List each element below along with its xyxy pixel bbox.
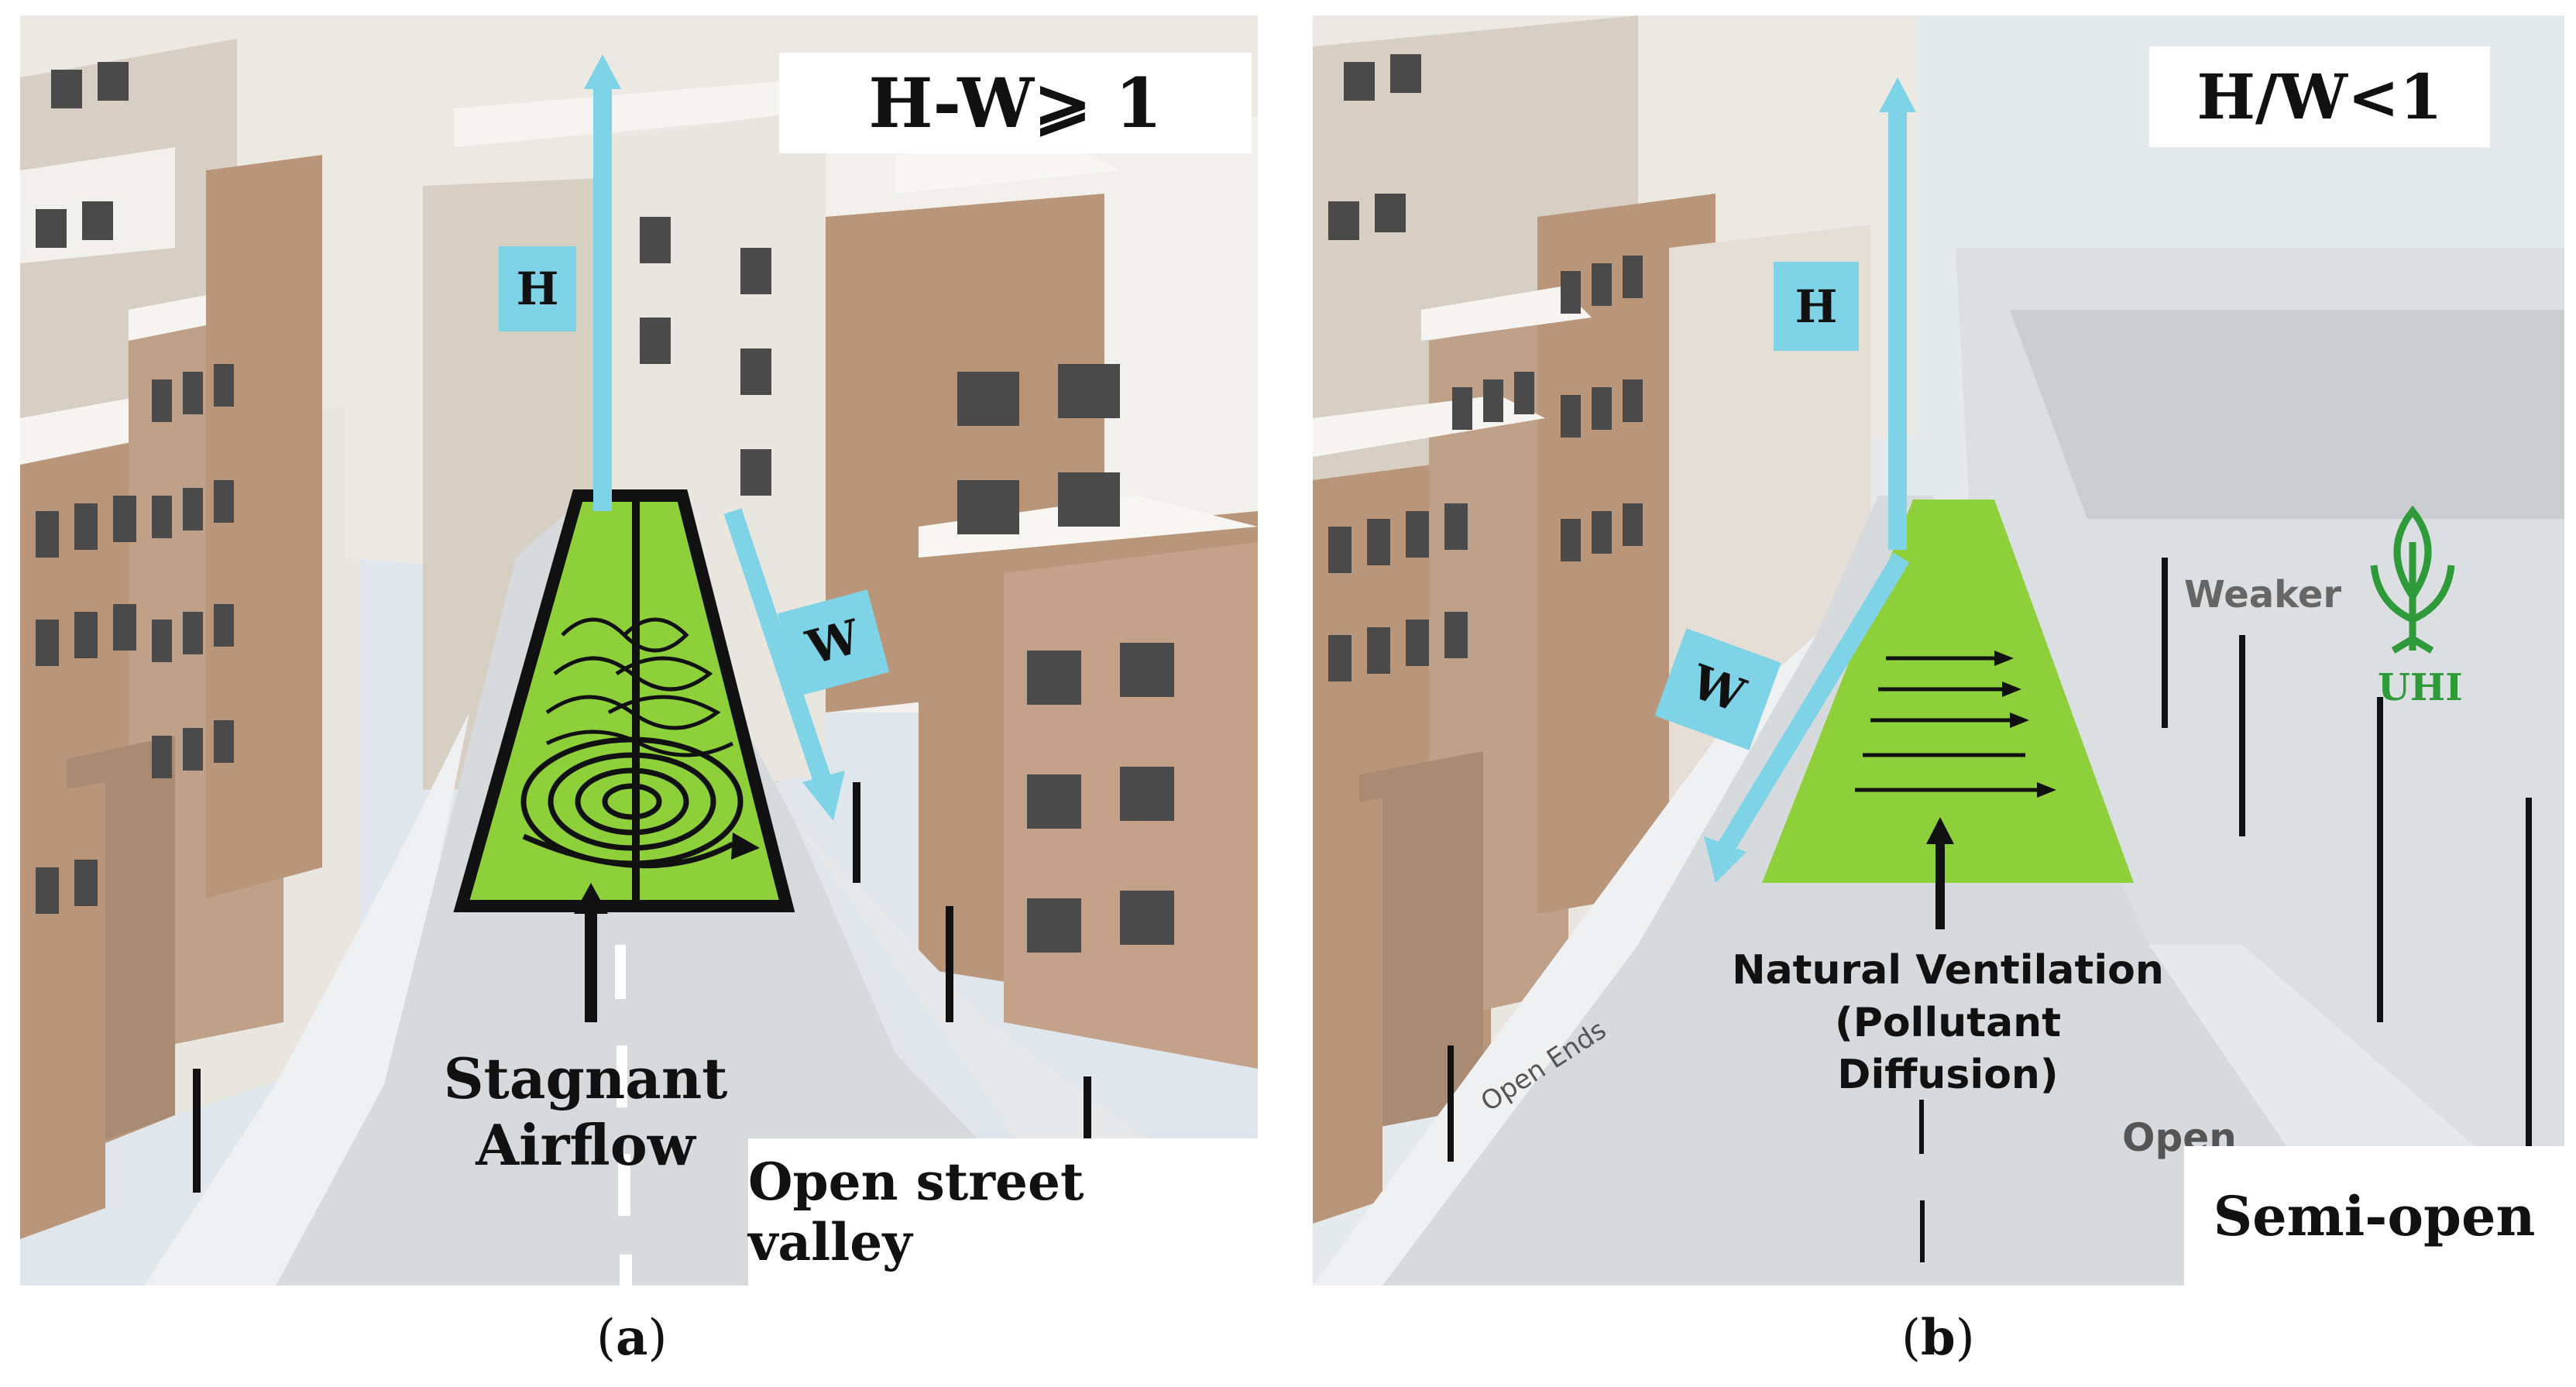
natural-ventilation-label: Natural Ventilation (Pollutant Diffusion…	[1731, 945, 2165, 1102]
left-windows	[36, 62, 234, 914]
panel-a-bottom-label: Open street valley	[748, 1138, 1258, 1286]
caption-a: (a)	[596, 1309, 668, 1367]
uhi-label: UHI	[2378, 666, 2463, 709]
caption-b: (b)	[1901, 1309, 1975, 1367]
panel-a-illustration	[20, 15, 1258, 1286]
road-b	[1382, 496, 2382, 1286]
street-lamps-b	[1448, 558, 2532, 1162]
panel-a: H-W⩾ 1 H W Stagnant Airflow Open street …	[20, 15, 1258, 1286]
stagnant-airflow-label: Stagnant Airflow	[438, 1045, 733, 1179]
right-windows	[640, 217, 1174, 953]
panel-b-title: H/W<1	[2149, 46, 2490, 147]
nv-line-2: (Pollutant Diffusion)	[1834, 999, 2062, 1099]
panel-b-illustration	[1313, 15, 2564, 1286]
uhi-tree-icon	[2370, 505, 2455, 654]
panel-b: H/W<1 H W Weaker UHI Natural Ventilation…	[1313, 15, 2564, 1286]
h-label: H	[499, 246, 576, 331]
road-dashes-b	[1919, 1100, 1925, 1262]
w-arrow	[723, 508, 835, 793]
left-windows-b	[1328, 54, 1643, 681]
road-dashes	[615, 945, 632, 1286]
nv-line-1: Natural Ventilation	[1732, 947, 2164, 994]
weaker-label: Weaker	[2184, 573, 2342, 616]
caption-a-letter: a	[615, 1309, 648, 1367]
flow-arrows	[1855, 656, 2037, 792]
panel-b-bottom-label: Semi-open	[2184, 1146, 2564, 1286]
stagnant-zone	[453, 489, 795, 912]
w-arrow-b	[1715, 552, 1910, 857]
h-label-b: H	[1774, 262, 1859, 351]
caption-b-letter: b	[1920, 1309, 1956, 1367]
stagnant-line-2: Airflow	[476, 1112, 696, 1179]
spiral-vortex	[520, 736, 744, 869]
stagnant-line-1: Stagnant	[443, 1045, 728, 1111]
panel-a-title: H-W⩾ 1	[779, 53, 1252, 153]
